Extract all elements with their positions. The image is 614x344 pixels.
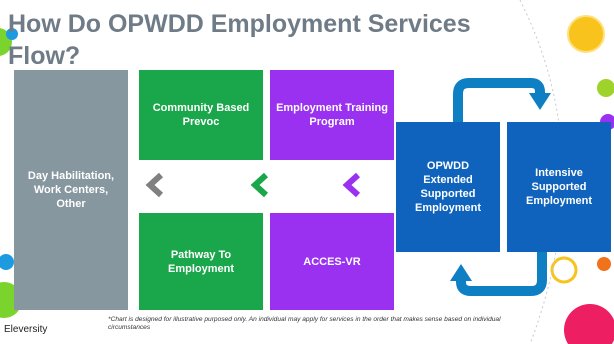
decor-dotted-arc bbox=[519, 0, 564, 344]
decor-circle-bottom-left-blue bbox=[0, 254, 14, 270]
loop-arrow-top-icon bbox=[453, 78, 551, 122]
box-extended-label: OPWDD Extended Supported Employment bbox=[414, 160, 481, 214]
decor-circle-bottom-right-pink bbox=[564, 304, 614, 344]
decor-circle-top-right-yellow bbox=[568, 16, 604, 52]
box-acces-vr: ACCES-VR bbox=[270, 213, 394, 310]
box-training-label: Employment Training Program bbox=[276, 102, 388, 128]
box-day-habilitation-label: Day Habilitation, Work Centers, Other bbox=[27, 170, 115, 210]
box-community-prevoc-label: Community Based Prevoc bbox=[152, 102, 250, 128]
box-opwdd-extended: OPWDD Extended Supported Employment bbox=[396, 122, 500, 252]
box-acces-vr-label: ACCES-VR bbox=[303, 255, 361, 268]
decor-circle-top-right-ring bbox=[567, 15, 605, 53]
box-intensive-label: Intensive Supported Employment bbox=[525, 167, 592, 207]
chevron-left-green-icon bbox=[250, 172, 269, 198]
box-employment-training: Employment Training Program bbox=[270, 70, 394, 160]
chevron-left-gray-icon bbox=[145, 172, 164, 198]
footnote: *Chart is designed for illustrative purp… bbox=[108, 316, 501, 331]
brand-label: Eleversity bbox=[4, 324, 48, 335]
decor-circle-top-left-blue bbox=[6, 28, 18, 40]
box-day-habilitation: Day Habilitation, Work Centers, Other bbox=[14, 70, 128, 310]
slide-title: How Do OPWDD Employment Services Flow? bbox=[8, 10, 471, 70]
loop-arrow-bottom-icon bbox=[450, 252, 547, 296]
decor-circle-right-green bbox=[597, 79, 614, 97]
decor-circle-bottom-yellow-ring bbox=[550, 256, 578, 284]
chevron-left-purple-icon bbox=[342, 172, 361, 198]
box-intensive-supported: Intensive Supported Employment bbox=[507, 122, 611, 252]
box-pathway-label: Pathway To Employment bbox=[167, 248, 234, 275]
box-pathway-to-employment: Pathway To Employment bbox=[139, 213, 263, 310]
decor-circle-right-orange bbox=[597, 257, 611, 271]
box-community-prevoc: Community Based Prevoc bbox=[139, 70, 263, 160]
